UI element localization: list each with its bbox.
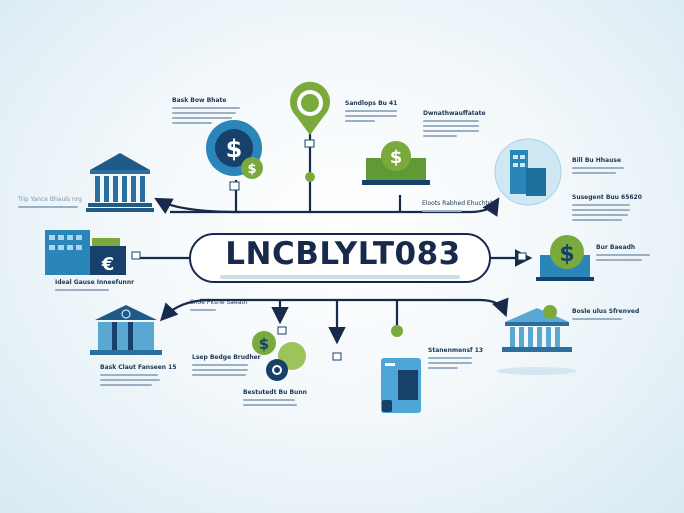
note-heading: Lsep Bedge Brudher <box>192 354 261 361</box>
dollar-laptop-icon: $ <box>517 235 594 281</box>
dollar-coin-icon: $ $ <box>206 120 263 191</box>
svg-text:$: $ <box>390 147 403 168</box>
note-card: Stanenmensf 13 <box>428 347 483 372</box>
note-heading: Bill Bu Hhause <box>572 157 622 164</box>
coins-icon: $ <box>252 326 342 381</box>
note-heading: Susegent Buu 65620 <box>572 194 642 201</box>
note-far-left: Trip Yance Bhauls nrg <box>18 196 82 211</box>
svg-text:$: $ <box>559 242 574 267</box>
note-heading: Trip Yance Bhauls nrg <box>18 196 82 203</box>
note-heading: Bestutedt Bu Bunn <box>243 389 307 396</box>
note-heading: Bask Claut Fanseen 15 <box>100 364 177 371</box>
bank-icon <box>497 305 577 375</box>
bank-icon <box>90 305 162 355</box>
note-heading: Bosle ulus Sfrenved <box>572 308 640 315</box>
note-laptop: Dwnathwauffatate <box>423 110 486 140</box>
note-heading: Ideal Gause Inneefunnr <box>55 279 135 286</box>
buildings-icon <box>494 138 562 206</box>
note-heading: Stanenmensf 13 <box>428 347 484 354</box>
note-heading: Sandlops Bu 41 <box>345 100 398 107</box>
note-bank-bottom: Bask Claut Fanseen 15 <box>100 364 177 389</box>
phone-card-icon <box>381 325 421 413</box>
note-right: Susegent Buu 65620 <box>572 194 642 224</box>
money-laptop-icon: $ <box>362 141 430 185</box>
location-pin-icon <box>290 81 330 182</box>
note-buildings: Bill Bu Hhause <box>572 157 624 177</box>
note-bank-right: Bosle ulus Sfrenved <box>572 308 639 323</box>
note-heading: Dwnathwauffatate <box>423 110 486 117</box>
svg-text:$: $ <box>247 162 256 177</box>
svg-text:€: € <box>101 254 115 275</box>
note-heading: Bur Baeadh <box>596 244 636 251</box>
note-coins-bottom: Bestutedt Bu Bunn <box>243 389 307 409</box>
note-dollar-laptop: Bur Baeadh <box>596 244 650 264</box>
note-euro: Ideal Gause Inneefunnr <box>55 279 134 294</box>
note-arrow: Eloots Rabhed Ehuchtrbn <box>422 200 498 215</box>
title-pill <box>189 233 491 283</box>
euro-building-icon: € <box>45 230 141 275</box>
diagram-title: LNCBLYLT083 <box>225 236 461 272</box>
svg-text:$: $ <box>226 135 243 163</box>
svg-text:$: $ <box>259 335 269 353</box>
bank-icon <box>86 153 154 212</box>
note-heading: Eloots Rabhed Ehuchtrbn <box>422 200 498 207</box>
note-heading: Snoe Pksne Saeatn <box>190 299 248 306</box>
note-coins: Lsep Bedge Brudher <box>192 354 261 379</box>
note-top-left: Bask Bow Bhate <box>172 97 240 127</box>
note-branch: Snoe Pksne Saeatn <box>190 299 248 314</box>
note-heading: Bask Bow Bhate <box>172 97 227 104</box>
note-pin: Sandlops Bu 41 <box>345 100 397 125</box>
connector-lines <box>140 130 533 345</box>
